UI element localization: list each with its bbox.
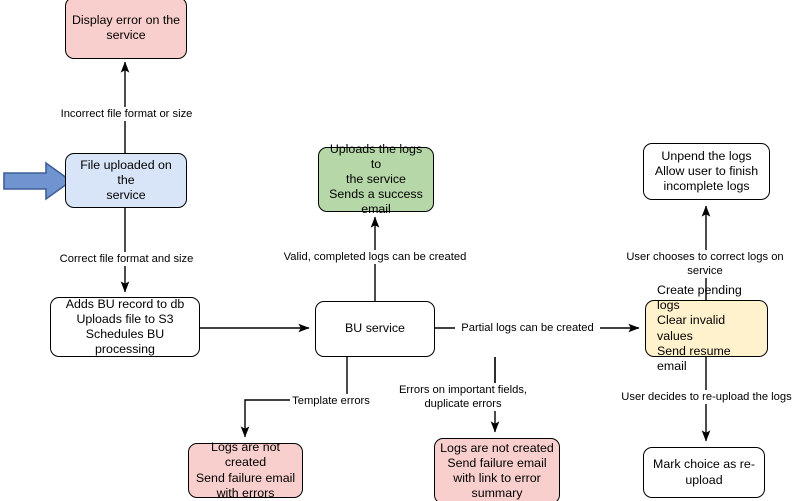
node-unpend-logs[interactable]: Unpend the logs Allow user to finish inc… [643, 143, 770, 200]
edge-label-partial-logs: Partial logs can be created [455, 321, 600, 335]
edge-label-incorrect-format: Incorrect file format or size [49, 107, 204, 121]
node-create-pending-logs[interactable]: Create pending logs Clear invalid values… [645, 283, 768, 373]
edge-label-user-corrects: User chooses to correct logs on service [607, 250, 801, 278]
edge-label-valid-logs: Valid, completed logs can be created [277, 250, 473, 264]
node-bu-service[interactable]: BU service [315, 301, 435, 357]
node-display-error[interactable]: Display error on the service [65, 0, 187, 59]
edge-label-user-reuploads: User decides to re-upload the logs [618, 390, 795, 404]
node-mark-choice-reupload[interactable]: Mark choice as re- upload [643, 447, 765, 498]
node-logs-not-created-summary[interactable]: Logs are not created Send failure email … [434, 438, 560, 501]
entry-block-arrow-icon [3, 161, 73, 201]
node-logs-not-created-errors[interactable]: Logs are not created Send failure email … [188, 440, 303, 500]
edge-label-template-errors: Template errors [290, 394, 372, 408]
edge-label-important-field-errors: Errors on important fields, duplicate er… [396, 383, 530, 411]
edge-label-correct-format: Correct file format and size [49, 252, 204, 266]
node-uploads-logs[interactable]: Uploads the logs to the service Sends a … [318, 142, 434, 216]
node-adds-bu-record[interactable]: Adds BU record to db Uploads file to S3 … [50, 297, 200, 357]
node-file-uploaded[interactable]: File uploaded on the service [65, 153, 187, 208]
